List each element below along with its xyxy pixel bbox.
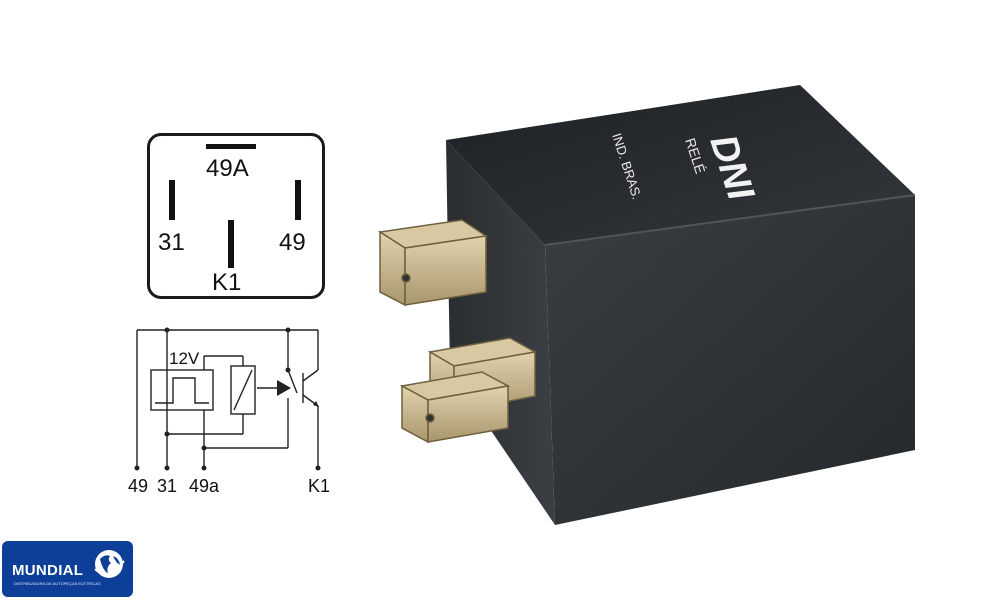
relay-front-face [545,195,915,525]
pin-49-bar [295,180,301,220]
terminal-49-label: 49 [128,476,148,496]
pin-49a-bar [206,144,256,149]
voltage-label: 12V [169,349,200,368]
pin-31-label: 31 [158,229,185,256]
mundial-logo: MUNDIAL DISTRIBUIDORA DE AUTOPEÇAS ELÉTR… [2,541,133,597]
relay-product-image: DNI RELÉ IND. BRAS. [377,85,916,525]
pinout-diagram: 49A 31 49 K1 [147,133,325,299]
terminal-31-label: 31 [157,476,177,496]
pin-k1-label: K1 [212,269,242,296]
pin-31-bar [169,180,175,220]
pin-k1-bar [228,220,234,268]
logo-tagline: DISTRIBUIDORA DE AUTOPEÇAS ELÉTRICAS [14,581,101,586]
terminal-49a-label: 49a [189,476,220,496]
terminal-k1-label: K1 [308,476,330,496]
pin-49-label: 49 [279,229,306,256]
circuit-schematic: 12V 49 31 49a K1 [128,327,330,496]
logo-name: MUNDIAL [12,562,84,579]
relay-top-face [446,85,915,245]
globe-icon [94,550,125,578]
relay-terminal-pins [377,219,538,444]
pin-49a-label: 49A [206,155,249,182]
